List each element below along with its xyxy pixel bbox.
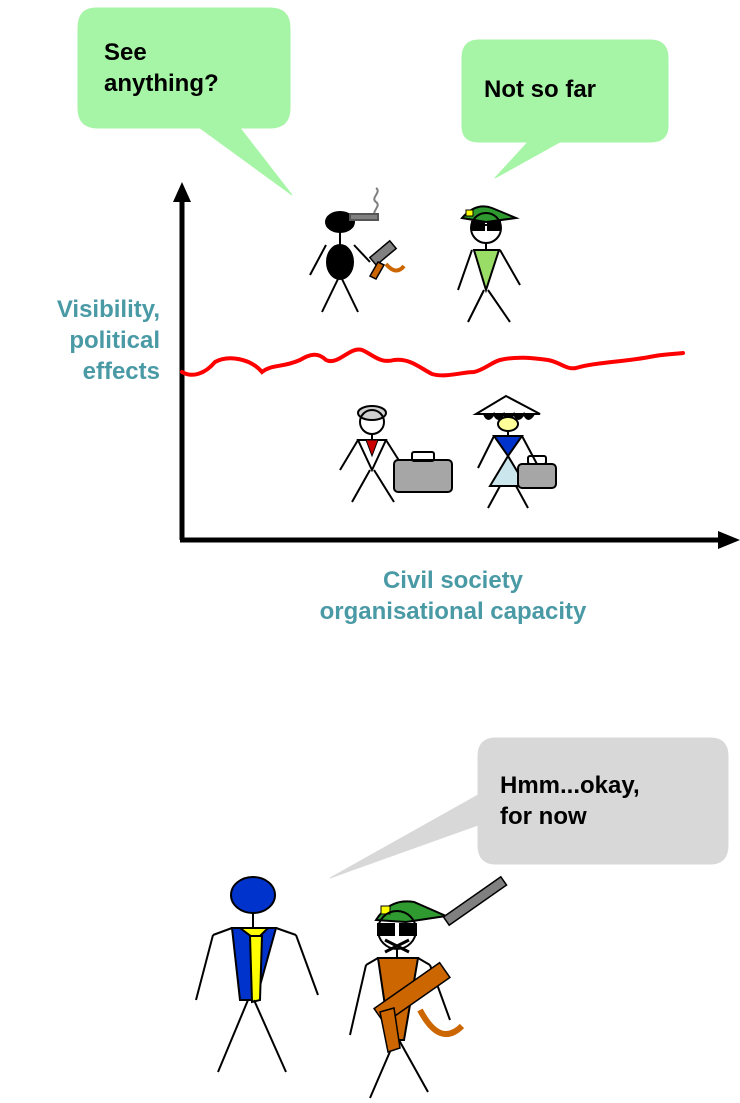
x-axis-label: Civil society organisational capacity: [240, 565, 666, 627]
soldier-icon: [457, 205, 521, 323]
x-axis-label-line: organisational capacity: [319, 598, 587, 625]
bubble-see-anything-text: See anything?: [104, 39, 219, 97]
businessman-icon: [339, 405, 453, 503]
bubble-hmm-text: Hmm...okay, for now: [500, 772, 640, 830]
speech-bubble-not-so-far: [461, 39, 669, 179]
x-axis: [180, 531, 740, 549]
suited-man-icon: [195, 876, 319, 1073]
x-axis-label-line: Civil society: [382, 567, 524, 594]
y-axis-label-line: effects: [82, 358, 160, 385]
y-axis-label-line: political: [69, 327, 160, 354]
y-axis-label-line: Visibility,: [56, 296, 160, 323]
speech-bubble-hmm: [329, 737, 729, 879]
y-axis: [173, 182, 191, 540]
y-axis-label: Visibility, political effects: [10, 294, 160, 387]
armed-soldier-icon: [349, 875, 508, 1099]
threshold-line: [180, 347, 685, 378]
gunman-icon: [309, 187, 406, 313]
woman-icon: [472, 394, 557, 509]
bubble-not-so-far-text: Not so far: [484, 76, 597, 103]
speech-bubble-see-anything: [77, 7, 293, 196]
